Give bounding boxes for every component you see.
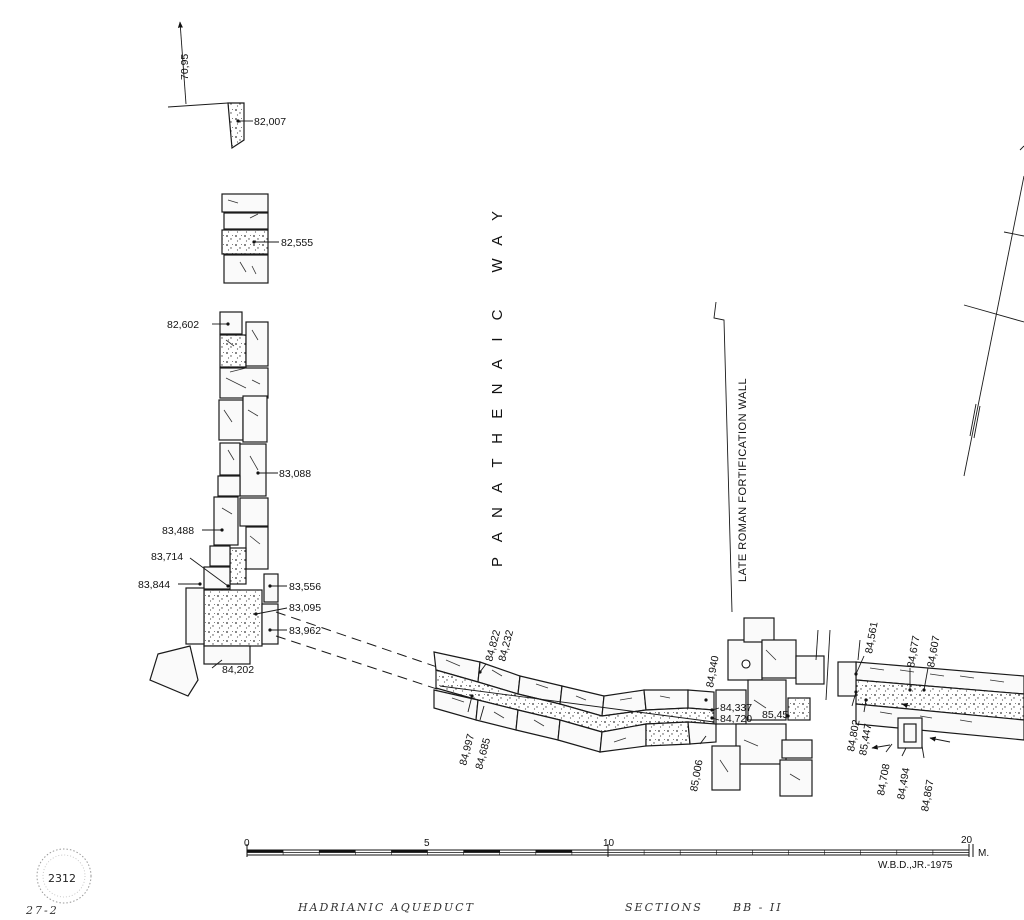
elevation-label: 83,488 bbox=[162, 525, 194, 537]
drawing-title: HADRIANIC AQUEDUCT bbox=[297, 901, 475, 914]
elevation-label: 83,962 bbox=[289, 625, 321, 637]
elevation-label: 82,555 bbox=[281, 237, 313, 249]
elevation-label: 82,602 bbox=[167, 319, 199, 331]
scale-bar: 0 5 10 20 M. W.B.D.,JR.-1975 bbox=[244, 835, 989, 871]
elevation-label: 84,685 bbox=[473, 736, 493, 770]
scale-segment bbox=[391, 850, 428, 853]
stamp-number: 2312 bbox=[48, 872, 76, 885]
street-letter: E bbox=[489, 409, 506, 419]
aqueduct-channel bbox=[433, 617, 831, 797]
elevation-label: 83,714 bbox=[151, 551, 183, 563]
scale-tick-5: 5 bbox=[424, 838, 430, 849]
north-dimension-marker: 70,95 bbox=[167, 21, 229, 108]
street-letter: A bbox=[489, 532, 506, 542]
scale-segment bbox=[319, 850, 356, 853]
elevation-label: 84,940 bbox=[704, 655, 721, 689]
scale-tick-10: 10 bbox=[603, 838, 615, 849]
street-letter: Y bbox=[489, 211, 506, 221]
elevation-label: 84,720 bbox=[720, 713, 752, 725]
elevation-label: 84,607 bbox=[925, 635, 942, 669]
elevation-label: 84,202 bbox=[222, 664, 254, 676]
elevation-label: 85,006 bbox=[688, 759, 705, 793]
sections-range: BB - II bbox=[732, 901, 783, 914]
elevation-label: 85,45 bbox=[762, 709, 788, 721]
scale-segment bbox=[463, 850, 500, 853]
elevation-label: 84,494 bbox=[895, 767, 912, 801]
scale-unit: M. bbox=[978, 848, 989, 859]
elevation-label: 84,337 bbox=[720, 702, 752, 714]
elevation-label: 83,095 bbox=[289, 602, 321, 614]
street-letter: C bbox=[489, 309, 506, 320]
street-letter: A bbox=[489, 483, 506, 493]
elevation-label: 84,867 bbox=[919, 779, 936, 813]
street-letter: A bbox=[489, 236, 506, 246]
elevation-label: 83,556 bbox=[289, 581, 321, 593]
elevation-label: 83,844 bbox=[138, 579, 170, 591]
street-letter: A bbox=[489, 359, 506, 369]
scale-tick-0: 0 bbox=[244, 838, 250, 849]
wall-label: LATE ROMAN FORTIFICATION WALL bbox=[737, 378, 749, 582]
late-roman-wall: LATE ROMAN FORTIFICATION WALL bbox=[713, 301, 749, 613]
elevation-label: 85,447 bbox=[857, 723, 874, 757]
drafter-credit: W.B.D.,JR.-1975 bbox=[878, 860, 953, 871]
panathenaic-way-label: P A N A T H E N A I C W A Y bbox=[489, 211, 506, 567]
elevation-label: 84,708 bbox=[875, 763, 892, 797]
archive-stamp: 2312 27-2 bbox=[25, 848, 92, 917]
elevation-label: 83,088 bbox=[279, 468, 311, 480]
scale-tick-20: 20 bbox=[961, 835, 973, 846]
street-letter: T bbox=[489, 459, 506, 468]
street-letter: N bbox=[489, 507, 506, 518]
street-letter: N bbox=[489, 384, 506, 395]
elevation-label: 84,802 bbox=[845, 719, 862, 753]
elevation-label: 82,007 bbox=[254, 116, 286, 128]
sheet-ref: 27-2 bbox=[25, 904, 59, 917]
west-section-stones bbox=[149, 102, 279, 697]
street-letter: H bbox=[489, 433, 506, 444]
street-letter: P bbox=[489, 557, 506, 567]
street-letter: I bbox=[489, 338, 506, 342]
handwritten-title: HADRIANIC AQUEDUCT SECTIONS BB - II bbox=[297, 901, 783, 914]
elevation-label: 84,561 bbox=[863, 621, 880, 655]
north-dimension-label: 70,95 bbox=[179, 54, 191, 80]
elevation-label: 84,677 bbox=[905, 635, 922, 669]
scale-segment bbox=[247, 850, 284, 853]
survey-lines bbox=[963, 145, 1024, 477]
sections-label: SECTIONS bbox=[625, 901, 703, 914]
projection-lines bbox=[275, 611, 441, 691]
street-letter: W bbox=[489, 257, 506, 272]
west-elevation-labels: 82,007 82,555 82,602 83,088 83,488 83,71… bbox=[138, 116, 321, 676]
scale-segment bbox=[535, 850, 572, 853]
